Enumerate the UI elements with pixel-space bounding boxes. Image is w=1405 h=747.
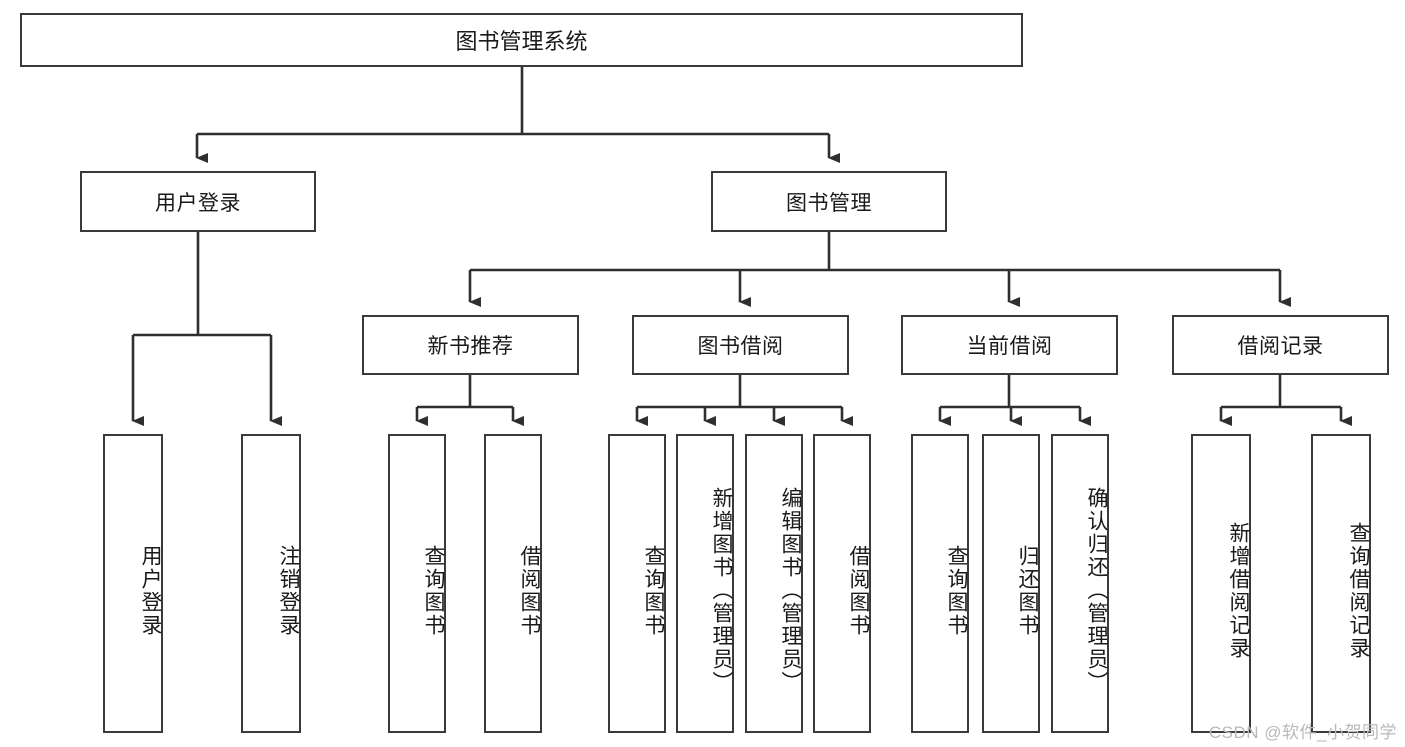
leaf-query-book-current[interactable]: 查询图书 — [911, 434, 969, 733]
node-root[interactable]: 图书管理系统 — [20, 13, 1023, 67]
leaf-user-login[interactable]: 用户登录 — [103, 434, 163, 733]
leaf-label: 新增借阅记录 — [1227, 521, 1250, 660]
leaf-label: 确认归还（管理员） — [1085, 487, 1108, 694]
node-new-book-recommend[interactable]: 新书推荐 — [362, 315, 579, 375]
leaf-label: 编辑图书（管理员） — [779, 487, 802, 694]
leaf-label: 借阅图书 — [847, 544, 870, 637]
leaf-label: 用户登录 — [139, 544, 162, 637]
leaf-edit-book-admin[interactable]: 编辑图书（管理员） — [745, 434, 803, 733]
node-borrow-record-label: 借阅记录 — [1237, 335, 1324, 358]
leaf-label: 查询图书 — [642, 544, 665, 637]
node-user-login-label: 用户登录 — [155, 191, 241, 215]
node-borrow-record[interactable]: 借阅记录 — [1172, 315, 1389, 375]
node-user-login[interactable]: 用户登录 — [80, 171, 316, 232]
leaf-return-book[interactable]: 归还图书 — [982, 434, 1040, 733]
node-new-book-recommend-label: 新书推荐 — [427, 335, 514, 358]
leaf-query-book-newbook[interactable]: 查询图书 — [388, 434, 446, 733]
leaf-borrow-book[interactable]: 借阅图书 — [813, 434, 871, 733]
leaf-label: 归还图书 — [1016, 544, 1039, 637]
node-current-borrow-label: 当前借阅 — [966, 335, 1053, 358]
node-book-borrow[interactable]: 图书借阅 — [632, 315, 849, 375]
node-current-borrow[interactable]: 当前借阅 — [901, 315, 1118, 375]
leaf-label: 查询图书 — [422, 544, 445, 637]
leaf-label: 借阅图书 — [518, 544, 541, 637]
leaf-label: 注销登录 — [277, 544, 300, 637]
leaf-borrow-book-newbook[interactable]: 借阅图书 — [484, 434, 542, 733]
leaf-user-logout[interactable]: 注销登录 — [241, 434, 301, 733]
leaf-label: 新增图书（管理员） — [710, 487, 733, 694]
node-book-management-label: 图书管理 — [786, 191, 872, 215]
leaf-label: 查询借阅记录 — [1347, 521, 1370, 660]
leaf-label: 查询图书 — [945, 544, 968, 637]
leaf-query-book-borrow[interactable]: 查询图书 — [608, 434, 666, 733]
leaf-query-borrow-record[interactable]: 查询借阅记录 — [1311, 434, 1371, 733]
leaf-add-book-admin[interactable]: 新增图书（管理员） — [676, 434, 734, 733]
leaf-confirm-return-admin[interactable]: 确认归还（管理员） — [1051, 434, 1109, 733]
node-book-borrow-label: 图书借阅 — [697, 335, 784, 358]
node-book-management[interactable]: 图书管理 — [711, 171, 947, 232]
node-root-label: 图书管理系统 — [455, 29, 588, 54]
leaf-add-borrow-record[interactable]: 新增借阅记录 — [1191, 434, 1251, 733]
